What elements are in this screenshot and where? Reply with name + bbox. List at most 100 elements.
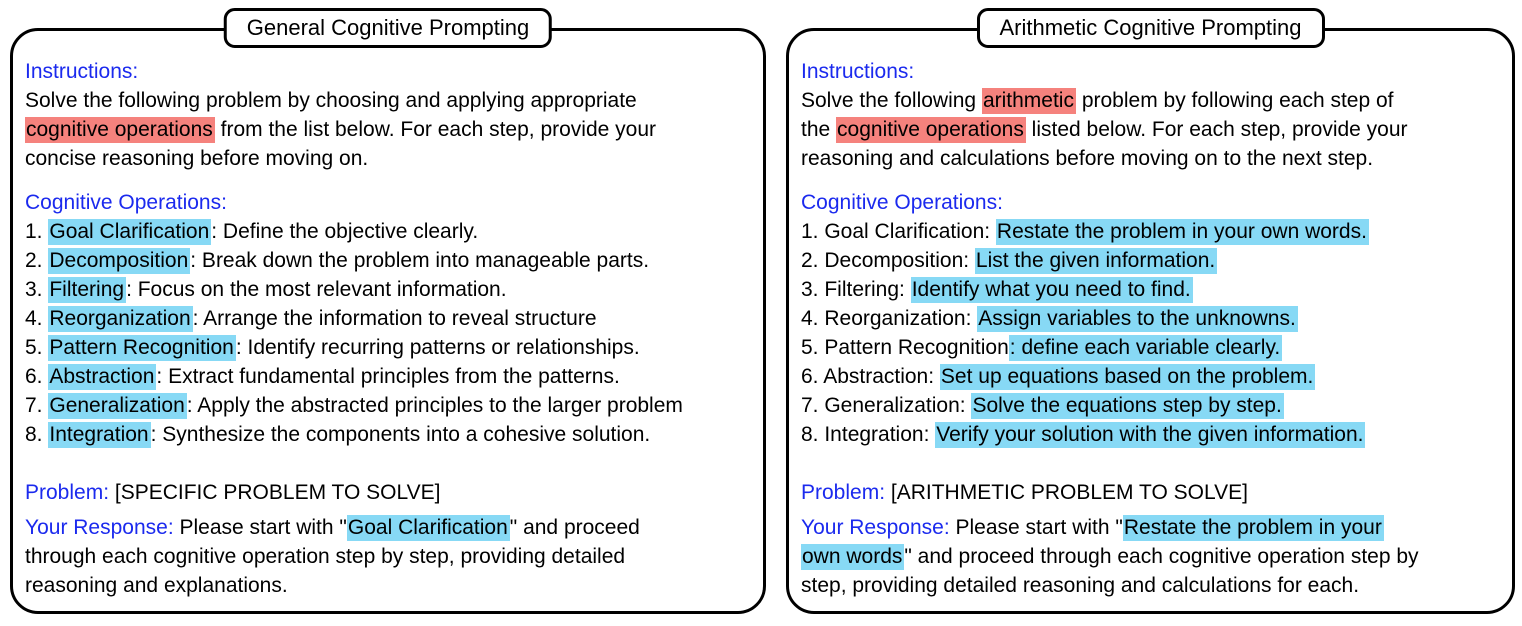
text-segment: through each cognitive operation step by… [25, 545, 626, 568]
panel-title: General Cognitive Prompting [223, 8, 553, 48]
highlight-blue: Integration [48, 422, 151, 448]
text-segment: " and proceed [509, 516, 640, 539]
text-segment: : Define the objective clearly. [211, 220, 479, 243]
text-line: through each cognitive operation step by… [25, 542, 759, 571]
problem-line: Problem: [ARITHMETIC PROBLEM TO SOLVE] [801, 478, 1508, 507]
text-segment: 1. Goal Clarification: [801, 220, 996, 243]
text-segment: : Focus on the most relevant information… [126, 278, 507, 301]
text-segment: : Extract fundamental principles from th… [156, 365, 620, 388]
text-line: 3. Filtering: Focus on the most relevant… [25, 275, 759, 304]
text-segment: : Identify recurring patterns or relatio… [235, 336, 640, 359]
text-segment: 1. [25, 220, 49, 243]
response-lines: Your Response: Please start with "Restat… [801, 513, 1508, 600]
section-label: Problem: [25, 481, 110, 504]
text-segment: 3. Filtering: [801, 278, 911, 301]
highlight-blue: Decomposition [48, 248, 191, 274]
highlight-blue: Restate the problem in your own words. [995, 219, 1369, 245]
highlight-blue: Abstraction [48, 364, 157, 390]
highlight-blue: Filtering [48, 277, 127, 303]
text-segment: from the list below. For each step, prov… [214, 118, 657, 141]
operations-list: 1. Goal Clarification: Restate the probl… [801, 217, 1508, 449]
response-section: Your Response: Please start with "Restat… [801, 513, 1508, 600]
highlight-blue: Assign variables to the unknowns. [977, 306, 1298, 332]
text-segment: [SPECIFIC PROBLEM TO SOLVE] [109, 481, 441, 504]
highlight-blue: List the given information. [974, 248, 1218, 274]
text-segment: 5. Pattern Recognition [801, 336, 1009, 359]
text-line: reasoning and calculations before moving… [801, 144, 1508, 173]
section-label: Instructions: [801, 60, 915, 83]
highlight-red: cognitive operations [25, 117, 215, 143]
text-segment: 7. Generalization: [801, 394, 972, 417]
instructions-lines: Solve the following problem by choosing … [25, 86, 759, 173]
highlight-red: arithmetic [981, 88, 1076, 114]
text-line: Your Response: Please start with "Restat… [801, 513, 1508, 542]
problem-section: Problem: [ARITHMETIC PROBLEM TO SOLVE] [801, 478, 1508, 507]
text-segment: reasoning and explanations. [25, 574, 288, 597]
text-segment: : Apply the abstracted principles to the… [186, 394, 683, 417]
text-line: 2. Decomposition: Break down the problem… [25, 246, 759, 275]
text-line: 5. Pattern Recognition: Identify recurri… [25, 333, 759, 362]
text-segment: listed below. For each step, provide you… [1025, 118, 1408, 141]
text-segment: : Synthesize the components into a cohes… [150, 423, 651, 446]
text-segment: 4. [25, 307, 49, 330]
text-line: reasoning and explanations. [25, 571, 759, 600]
section-label: Cognitive Operations: [801, 191, 1003, 214]
highlight-blue: Identify what you need to find. [910, 277, 1193, 303]
panel-general-cognitive-prompting: Instructions: Solve the following proble… [10, 8, 766, 614]
highlight-red: cognitive operations [836, 117, 1026, 143]
text-segment: Please start with " [173, 516, 347, 539]
text-segment: 8. Integration: [801, 423, 936, 446]
text-line: 4. Reorganization: Assign variables to t… [801, 304, 1508, 333]
problem-line: Problem: [SPECIFIC PROBLEM TO SOLVE] [25, 478, 759, 507]
text-segment: : Arrange the information to reveal stru… [192, 307, 597, 330]
text-line: 6. Abstraction: Extract fundamental prin… [25, 362, 759, 391]
highlight-blue: Goal Clarification [48, 219, 212, 245]
panel-title: Arithmetic Cognitive Prompting [976, 8, 1325, 48]
text-segment: 5. [25, 336, 49, 359]
text-segment: 6. Abstraction: [801, 365, 940, 388]
text-segment: Please start with " [949, 516, 1123, 539]
text-line: 6. Abstraction: Set up equations based o… [801, 362, 1508, 391]
text-segment: : Break down the problem into manageable… [190, 249, 650, 272]
cognitive-operations-section: Cognitive Operations: 1. Goal Clarificat… [801, 188, 1508, 449]
text-segment: [ARITHMETIC PROBLEM TO SOLVE] [885, 481, 1248, 504]
panel-body: Instructions: Solve the following proble… [10, 28, 766, 614]
text-line: the cognitive operations listed below. F… [801, 115, 1508, 144]
highlight-blue: Verify your solution with the given info… [935, 422, 1366, 448]
cognitive-operations-section: Cognitive Operations: 1. Goal Clarificat… [25, 188, 759, 449]
text-segment: Solve the following [801, 89, 982, 112]
text-line: 1. Goal Clarification: Restate the probl… [801, 217, 1508, 246]
text-line: 7. Generalization: Solve the equations s… [801, 391, 1508, 420]
text-line: 8. Integration: Verify your solution wit… [801, 420, 1508, 449]
text-line: Solve the following problem by choosing … [25, 86, 759, 115]
text-line: Problem: [ARITHMETIC PROBLEM TO SOLVE] [801, 478, 1508, 507]
highlight-blue: Restate the problem in your [1122, 515, 1384, 541]
text-segment: 6. [25, 365, 49, 388]
section-label: Your Response: [801, 516, 950, 539]
instructions-section: Instructions: Solve the following proble… [25, 57, 759, 173]
highlight-blue: : define each variable clearly. [1008, 335, 1283, 361]
highlight-blue: own words [801, 544, 905, 570]
section-label: Problem: [801, 481, 886, 504]
text-line: step, providing detailed reasoning and c… [801, 571, 1508, 600]
text-line: Solve the following arithmetic problem b… [801, 86, 1508, 115]
response-lines: Your Response: Please start with "Goal C… [25, 513, 759, 600]
text-line: 8. Integration: Synthesize the component… [25, 420, 759, 449]
response-section: Your Response: Please start with "Goal C… [25, 513, 759, 600]
text-line: 7. Generalization: Apply the abstracted … [25, 391, 759, 420]
text-line: Your Response: Please start with "Goal C… [25, 513, 759, 542]
text-segment: Solve the following problem by choosing … [25, 89, 637, 112]
highlight-blue: Goal Clarification [346, 515, 510, 541]
text-segment: reasoning and calculations before moving… [801, 147, 1374, 170]
text-line: 2. Decomposition: List the given informa… [801, 246, 1508, 275]
text-segment: step, providing detailed reasoning and c… [801, 574, 1360, 597]
panel-body: Instructions: Solve the following arithm… [786, 28, 1515, 614]
text-line: own words" and proceed through each cogn… [801, 542, 1508, 571]
instructions-lines: Solve the following arithmetic problem b… [801, 86, 1508, 173]
text-segment: concise reasoning before moving on. [25, 147, 369, 170]
highlight-blue: Pattern Recognition [48, 335, 236, 361]
highlight-blue: Set up equations based on the problem. [939, 364, 1316, 390]
instructions-section: Instructions: Solve the following arithm… [801, 57, 1508, 173]
problem-section: Problem: [SPECIFIC PROBLEM TO SOLVE] [25, 478, 759, 507]
text-line: Problem: [SPECIFIC PROBLEM TO SOLVE] [25, 478, 759, 507]
